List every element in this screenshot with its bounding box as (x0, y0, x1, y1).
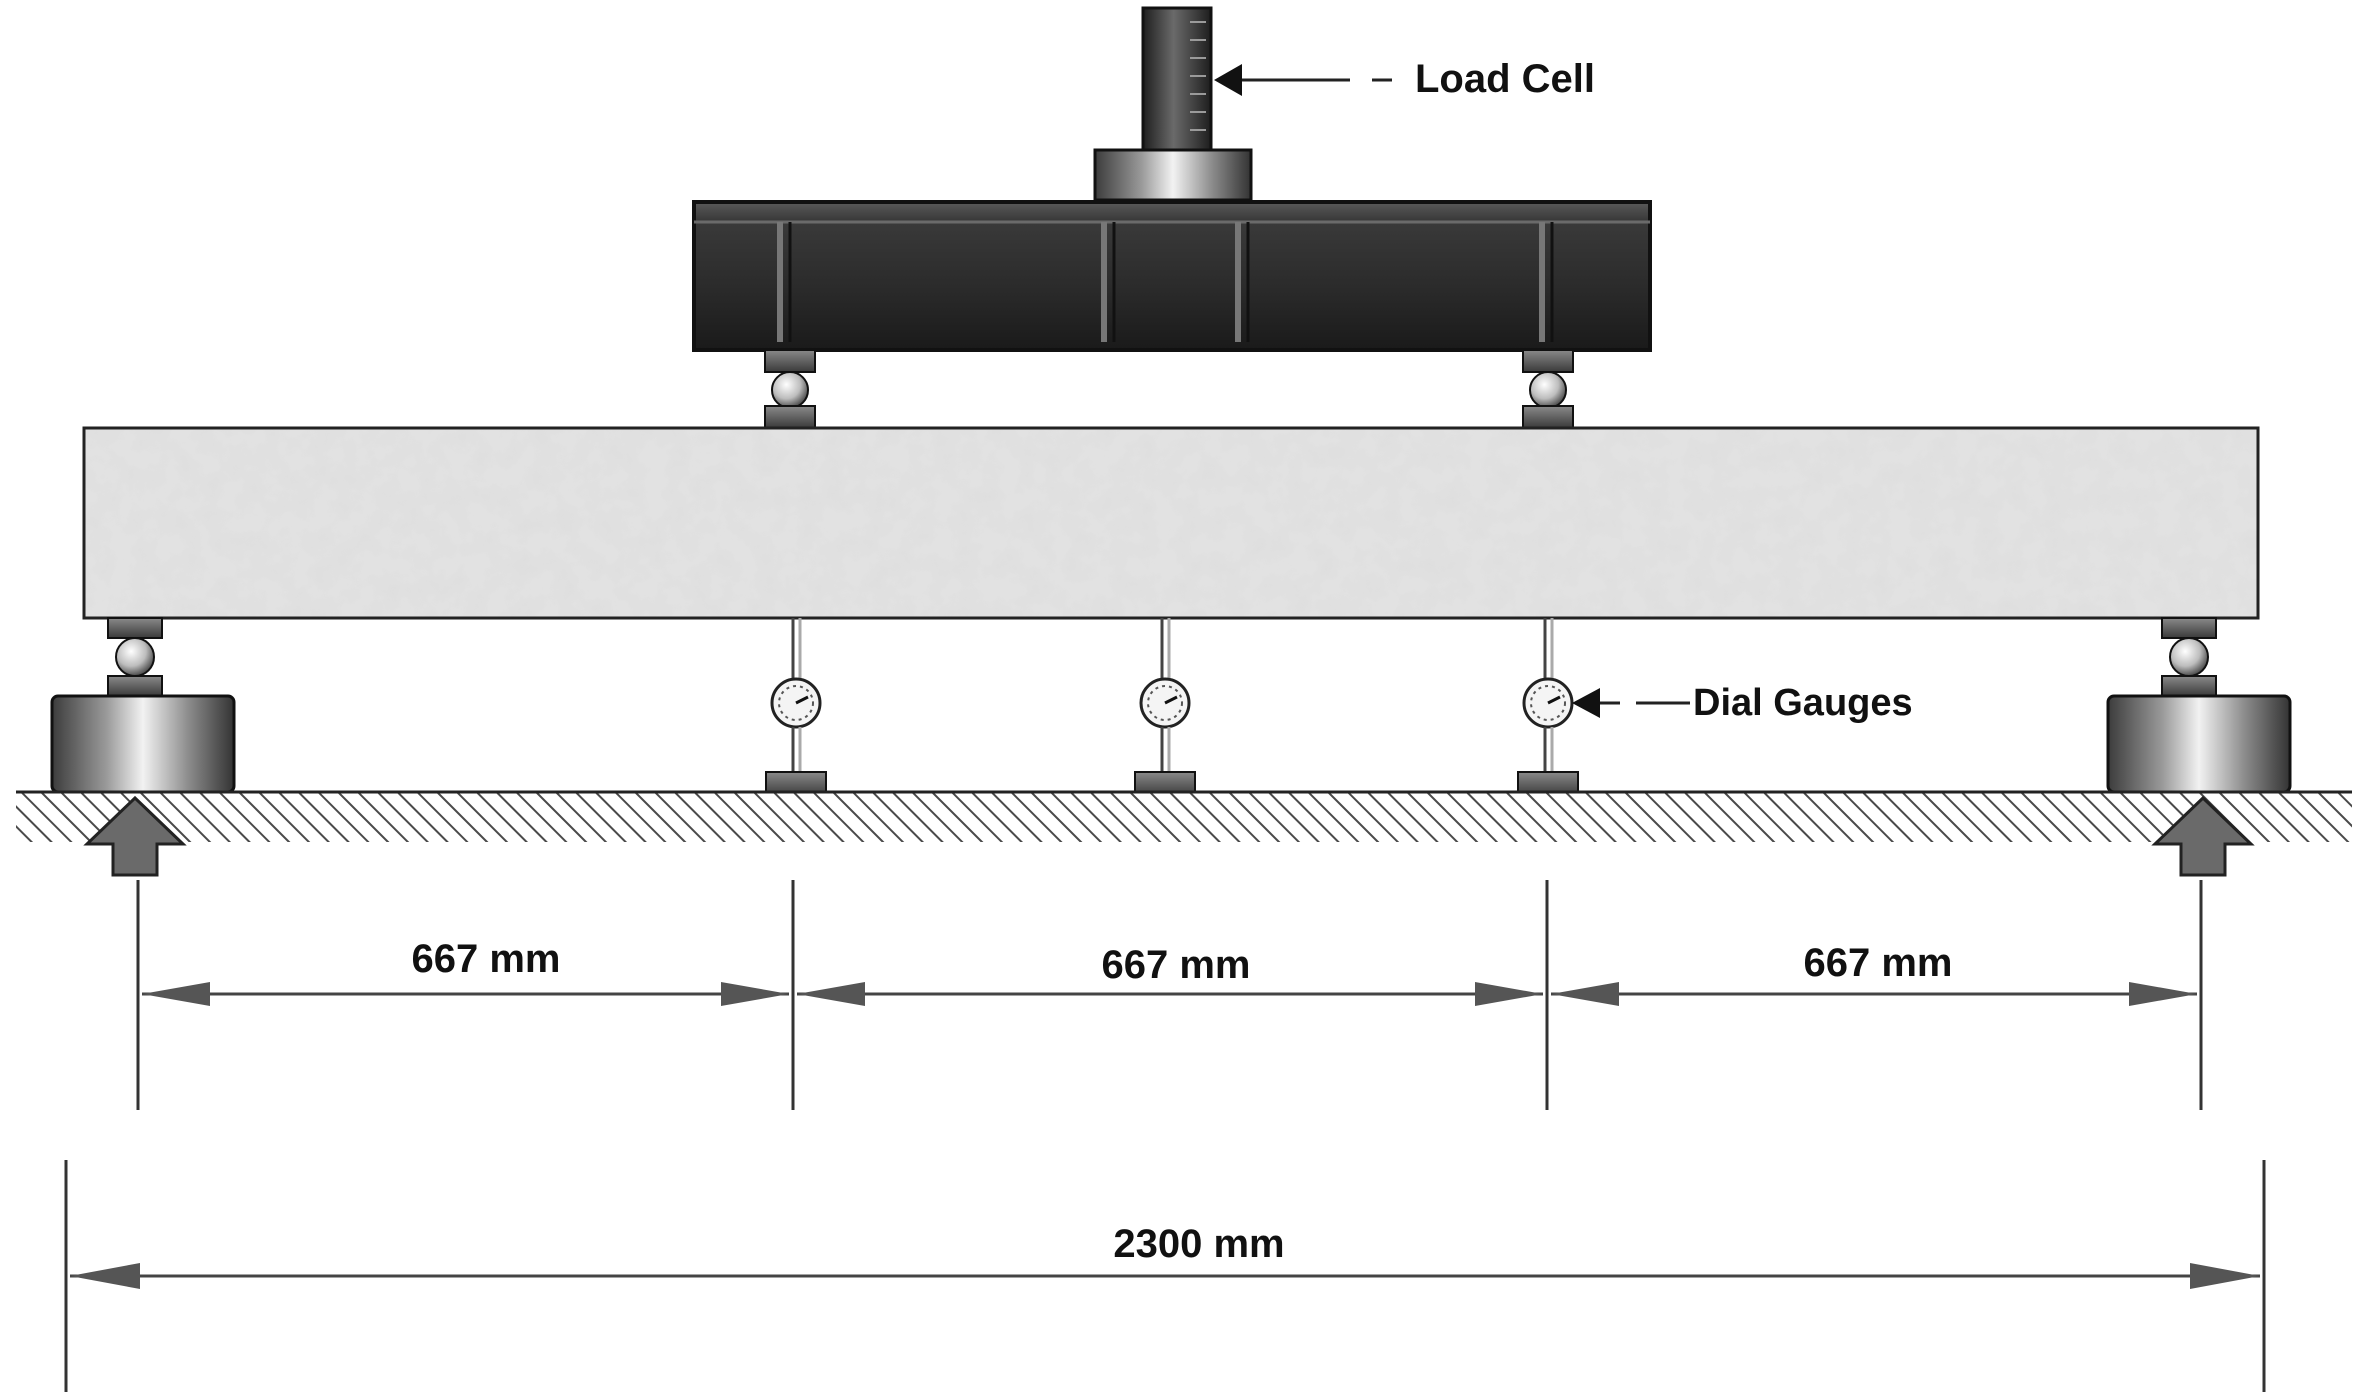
reaction-arrow-left-icon (83, 795, 187, 877)
dial-gauge-3 (1517, 618, 1579, 797)
dimension-extension-lines (64, 880, 2266, 1392)
load-cell-label: Load Cell (1415, 57, 1595, 101)
dial-gauge-1 (765, 618, 827, 797)
dimension-span-3: 667 mm (1551, 941, 2197, 1006)
dial-gauges-callout: Dial Gauges (1572, 682, 1913, 724)
span-2-label: 667 mm (1102, 943, 1251, 987)
load-cell-callout: Load Cell (1214, 57, 1595, 101)
load-point-left (764, 349, 816, 429)
reaction-arrow-right-icon (2151, 795, 2255, 877)
dimension-span-2: 667 mm (797, 943, 1543, 1006)
support-left (50, 617, 236, 794)
load-point-right (1522, 349, 1574, 429)
total-span-label: 2300 mm (1113, 1222, 1284, 1266)
dimension-span-1: 667 mm (142, 937, 789, 1006)
span-1-label: 667 mm (412, 937, 561, 981)
spreader-beam (692, 200, 1652, 352)
span-3-label: 667 mm (1804, 941, 1953, 985)
dial-gauge-2 (1134, 618, 1196, 797)
load-cell (1093, 6, 1253, 202)
dial-gauges-label: Dial Gauges (1693, 682, 1913, 724)
dimension-total: 2300 mm (70, 1222, 2260, 1289)
support-right (2106, 617, 2292, 794)
concrete-beam (82, 426, 2260, 620)
ground (16, 790, 2352, 842)
